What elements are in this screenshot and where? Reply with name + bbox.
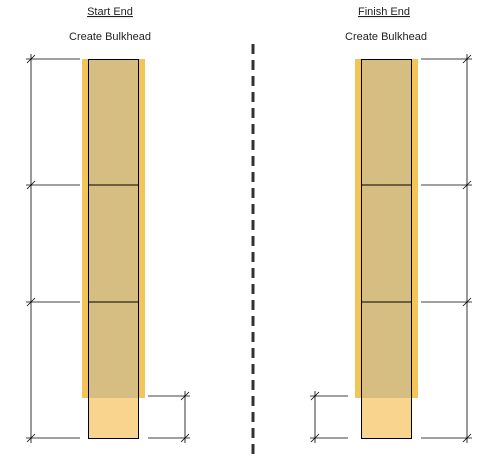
start-end-title: Start End [87, 6, 133, 18]
finish-bottom-block [361, 398, 411, 438]
start-small-dimension [148, 391, 190, 443]
start-bottom-block [88, 398, 138, 438]
finish-dimension-chain [421, 54, 472, 443]
finish-column [361, 59, 411, 398]
finish-end-panel: Finish End Create Bulkhead [310, 6, 472, 443]
start-dimension-chain [26, 54, 80, 443]
finish-small-dimension [310, 391, 348, 443]
start-end-subtitle: Create Bulkhead [69, 31, 151, 43]
finish-column-outline [361, 59, 412, 439]
finish-end-title: Finish End [358, 6, 410, 18]
start-column-outline [88, 59, 139, 439]
finish-end-subtitle: Create Bulkhead [345, 31, 427, 43]
start-column [88, 59, 138, 398]
start-end-panel: Start End Create Bulkhead [26, 6, 190, 443]
